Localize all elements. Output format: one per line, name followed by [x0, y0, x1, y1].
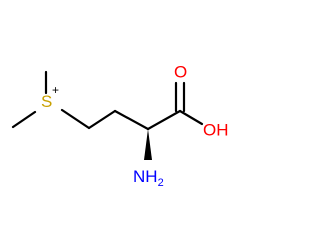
bond-c1-c2	[87, 109, 117, 130]
amine-subscript: 2	[158, 177, 164, 189]
molecule-structure: S + O OH NH2	[11, 62, 229, 189]
amine-label: NH2	[133, 167, 164, 188]
sulfur-label: S	[41, 92, 52, 111]
amine-symbol: NH	[133, 167, 158, 186]
carbonyl-oxygen-label: O	[174, 62, 187, 81]
bond-calpha-ccarboxyl	[146, 109, 182, 131]
bond-s-c1	[60, 108, 91, 130]
bond-methyl-left-s	[11, 110, 37, 129]
sulfur-symbol: S	[41, 92, 52, 111]
bond-ccarboxyl-oh	[178, 109, 204, 126]
bond-c2-calpha	[113, 109, 150, 131]
hydroxyl-label: OH	[203, 120, 229, 139]
sulfur-charge: +	[52, 83, 59, 97]
stereo-wedge-bond	[144, 129, 152, 160]
